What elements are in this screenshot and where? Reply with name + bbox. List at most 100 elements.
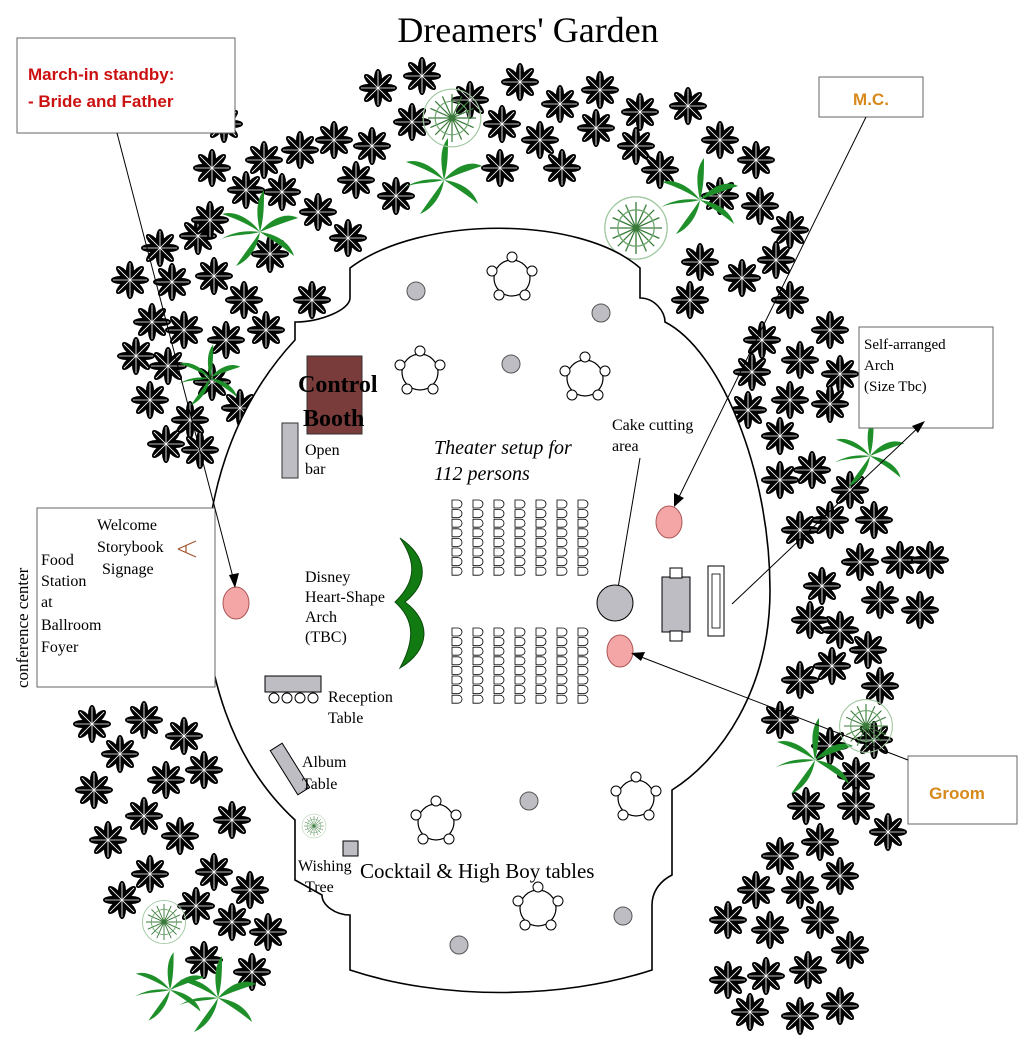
chair-icon bbox=[514, 566, 526, 576]
dark-tree-icon bbox=[520, 120, 560, 160]
chair-icon bbox=[451, 656, 463, 666]
dark-tree-icon bbox=[708, 900, 748, 940]
chair-icon bbox=[493, 627, 505, 637]
chair-icon bbox=[556, 694, 568, 704]
chair-icon bbox=[514, 637, 526, 646]
dark-tree-icon bbox=[760, 836, 800, 876]
theater-label: Theater setup for bbox=[434, 437, 572, 459]
chair-icon bbox=[535, 538, 547, 547]
march-in-label: March-in standby: bbox=[28, 65, 174, 84]
chair-icon bbox=[472, 637, 484, 646]
chair-icon bbox=[535, 646, 547, 656]
mc-label: M.C. bbox=[853, 90, 889, 109]
dark-tree-icon bbox=[848, 630, 888, 670]
chair-icon bbox=[451, 499, 463, 509]
chair-icon bbox=[577, 637, 589, 646]
chair-icon bbox=[493, 685, 505, 694]
album-table-label: Table bbox=[302, 776, 337, 793]
album-table bbox=[269, 742, 311, 796]
chair-icon bbox=[556, 685, 568, 694]
dark-tree-icon bbox=[820, 986, 860, 1026]
chair-icon bbox=[556, 646, 568, 656]
chair-icon bbox=[493, 656, 505, 666]
chair-icon bbox=[493, 528, 505, 538]
dark-tree-icon bbox=[820, 354, 860, 394]
dark-tree-icon bbox=[854, 500, 894, 540]
groom-callout bbox=[907, 755, 1018, 825]
chair-icon bbox=[514, 685, 526, 694]
chair-icon bbox=[577, 509, 589, 518]
cake-cutting-pointer bbox=[617, 457, 641, 589]
dark-tree-icon bbox=[868, 812, 908, 852]
dark-tree-icon bbox=[280, 130, 320, 170]
dark-tree-icon bbox=[730, 992, 770, 1032]
chair-icon bbox=[556, 637, 568, 646]
reception-table-label: Reception bbox=[328, 689, 393, 706]
march-in-label: - Bride and Father bbox=[28, 92, 174, 111]
chair-icon bbox=[493, 666, 505, 675]
dark-tree-icon bbox=[212, 800, 252, 840]
chair-icon bbox=[535, 557, 547, 566]
groom-arrowhead bbox=[631, 652, 645, 661]
dark-tree-icon bbox=[124, 796, 164, 836]
dark-tree-icon bbox=[670, 280, 710, 320]
dark-tree-icon bbox=[680, 242, 720, 282]
dark-tree-icon bbox=[792, 450, 832, 490]
chair-icon bbox=[451, 627, 463, 637]
dark-tree-icon bbox=[830, 470, 870, 510]
chair-icon bbox=[577, 675, 589, 685]
food-station-label: Foyer bbox=[41, 639, 79, 656]
dark-tree-icon bbox=[736, 870, 776, 910]
chair-icon bbox=[514, 627, 526, 637]
chair-icon bbox=[451, 547, 463, 557]
dark-tree-icon bbox=[130, 854, 170, 894]
shrub-icon bbox=[141, 899, 187, 945]
dark-tree-icon bbox=[810, 310, 850, 350]
chair-icon bbox=[535, 675, 547, 685]
dark-tree-icon bbox=[750, 910, 790, 950]
dark-tree-icon bbox=[788, 950, 828, 990]
chair-icon bbox=[556, 557, 568, 566]
dark-tree-icon bbox=[668, 86, 708, 126]
bride-position-marker bbox=[222, 586, 250, 620]
dark-tree-icon bbox=[124, 700, 164, 740]
palm-tree-icon bbox=[404, 138, 482, 214]
dark-tree-icon bbox=[820, 610, 860, 650]
dark-tree-icon bbox=[900, 590, 940, 630]
chair-icon bbox=[535, 685, 547, 694]
chair-icon bbox=[472, 656, 484, 666]
chair-icon bbox=[493, 547, 505, 557]
chair-icon bbox=[493, 509, 505, 518]
high-boy-tables bbox=[406, 281, 633, 955]
chair-icon bbox=[451, 566, 463, 576]
dark-tree-icon bbox=[780, 510, 820, 550]
dark-tree-icon bbox=[742, 320, 782, 360]
mc-pointer bbox=[675, 116, 867, 504]
dark-tree-icon bbox=[376, 176, 416, 216]
dark-tree-icon bbox=[580, 70, 620, 110]
dark-tree-icon bbox=[740, 186, 780, 226]
dark-tree-icon bbox=[500, 62, 540, 102]
dark-tree-icon bbox=[802, 566, 842, 606]
control-booth-label: Control bbox=[298, 372, 378, 398]
dark-tree-icon bbox=[722, 258, 762, 298]
self-arch-callout bbox=[858, 326, 994, 429]
wishing-tree-label: Tree bbox=[305, 879, 334, 896]
march-in-arrowhead bbox=[229, 573, 239, 588]
dark-tree-icon bbox=[184, 750, 224, 790]
dark-tree-icon bbox=[780, 340, 820, 380]
welcome-signage-label: Signage bbox=[102, 561, 154, 578]
disney-arch-label: Disney bbox=[305, 569, 350, 586]
open-bar-label: bar bbox=[305, 461, 326, 478]
dark-tree-icon bbox=[820, 856, 860, 896]
dark-tree-icon bbox=[790, 600, 830, 640]
chair-icon bbox=[514, 557, 526, 566]
chair-icon bbox=[535, 547, 547, 557]
chair-icon bbox=[577, 666, 589, 675]
chair-icon bbox=[577, 694, 589, 704]
cake-cutting-label: area bbox=[612, 438, 639, 455]
chair-icon bbox=[451, 646, 463, 656]
disney-arch-label: Heart-Shape bbox=[305, 589, 385, 606]
dark-tree-icon bbox=[480, 148, 520, 188]
dark-tree-icon bbox=[736, 140, 776, 180]
